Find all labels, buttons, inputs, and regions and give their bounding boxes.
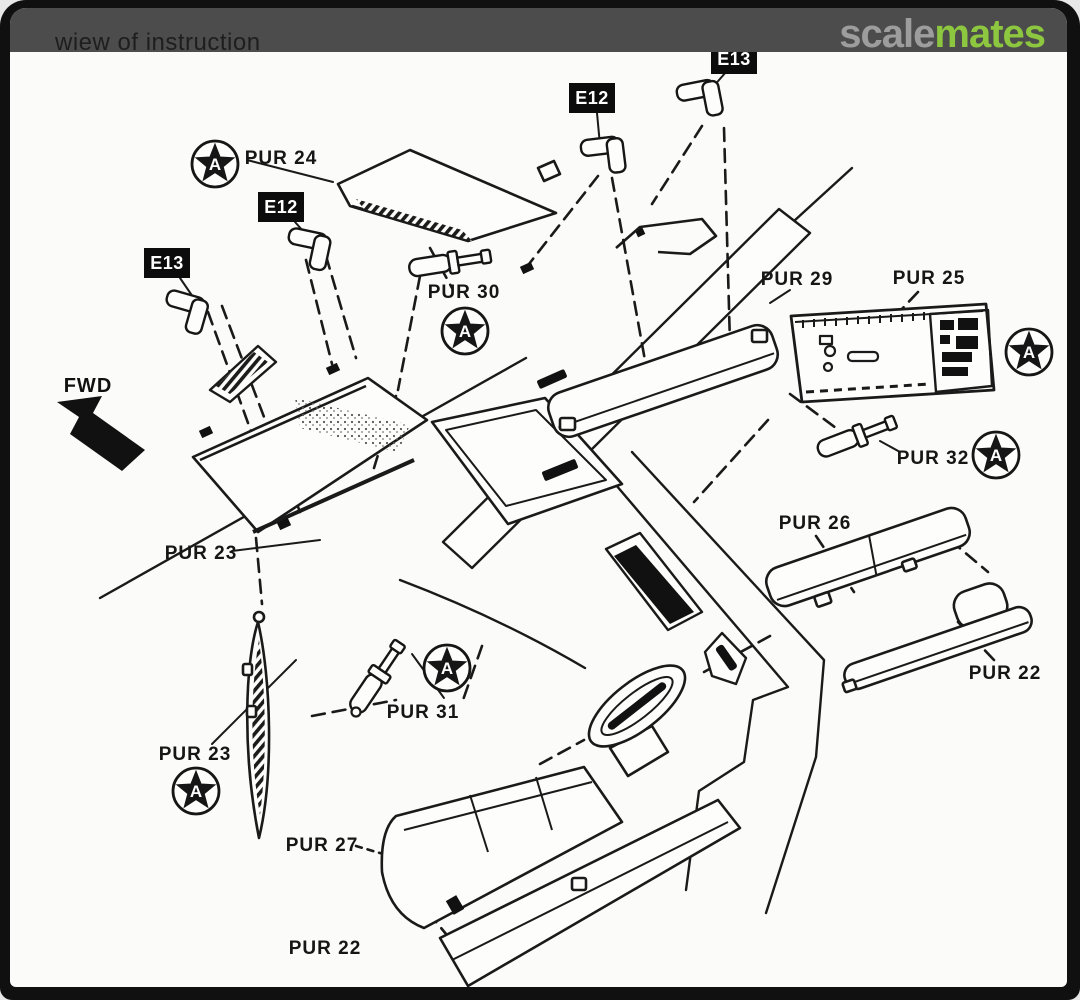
fwd-label: FWD [64,375,113,397]
label-pur30: PUR 30 [428,282,501,303]
part-left-console-pur23 [191,376,429,534]
part-actuator-pur31 [344,635,411,719]
sprue-tag-e13-top: E13 [717,49,751,69]
part-spine-slot [604,531,704,632]
sprue-tag-e12-left: E12 [264,197,298,217]
sprue-tag-e13-left: E13 [150,253,184,273]
label-pur31: PUR 31 [387,702,460,723]
label-pur32: PUR 32 [897,448,970,469]
instruction-sheet: FWD E13 E12 E12 E13 A A A [10,8,1067,987]
part-rail-pur22-right [841,582,1033,694]
label-pur26: PUR 26 [779,513,852,534]
logo-scale: scale [839,12,935,56]
part-bracket-e13-left [158,287,211,337]
label-pur23-bottom: PUR 23 [159,744,232,765]
part-bracket-e13-top [674,76,725,123]
part-instrument-panel-pur25 [789,302,996,404]
part-actuator-pur30 [406,244,494,282]
scalemates-logo[interactable]: scalemates [839,12,1046,56]
part-hatched-wedge [208,344,278,404]
attention-star-markers: A A A A A A [171,139,1054,816]
label-pur29: PUR 29 [761,269,834,290]
part-bracket-e12-top [578,134,628,178]
part-panel-pur29 [546,217,780,439]
label-pur23-top: PUR 23 [165,543,238,564]
star-letter: A [209,155,221,174]
part-cockpit-floor [430,369,624,526]
sprue-tag-e12-top: E12 [575,88,609,108]
sprue-tags: E13 E12 E12 E13 [144,44,757,278]
part-oval-pod [587,631,748,748]
part-rail-pur26 [764,506,972,608]
label-pur27: PUR 27 [286,835,359,856]
star-letter: A [990,446,1002,465]
star-letter: A [1023,343,1035,362]
instruction-diagram: FWD E13 E12 E12 E13 A A A [57,44,1054,987]
part-labels: PUR 24 PUR 30 PUR 29 PUR 25 PUR 32 PUR 2… [159,148,1042,959]
star-letter: A [441,659,453,678]
label-pur22-right: PUR 22 [969,663,1042,684]
page-title: wiew of instruction [55,29,261,56]
label-pur24: PUR 24 [245,148,318,169]
header-bar: wiew of instruction scalemates [10,8,1067,56]
part-canopy-pur24 [336,148,562,243]
star-letter: A [459,322,471,341]
logo-mates: mates [934,12,1046,56]
star-letter: A [190,782,202,801]
label-pur22-bottom: PUR 22 [289,938,362,959]
label-pur25: PUR 25 [893,268,966,289]
part-blade-pur23 [241,610,271,840]
part-actuator-pur32 [813,410,901,463]
fwd-direction-arrow: FWD [57,375,145,471]
part-seat-wedge-pur27 [380,724,742,987]
